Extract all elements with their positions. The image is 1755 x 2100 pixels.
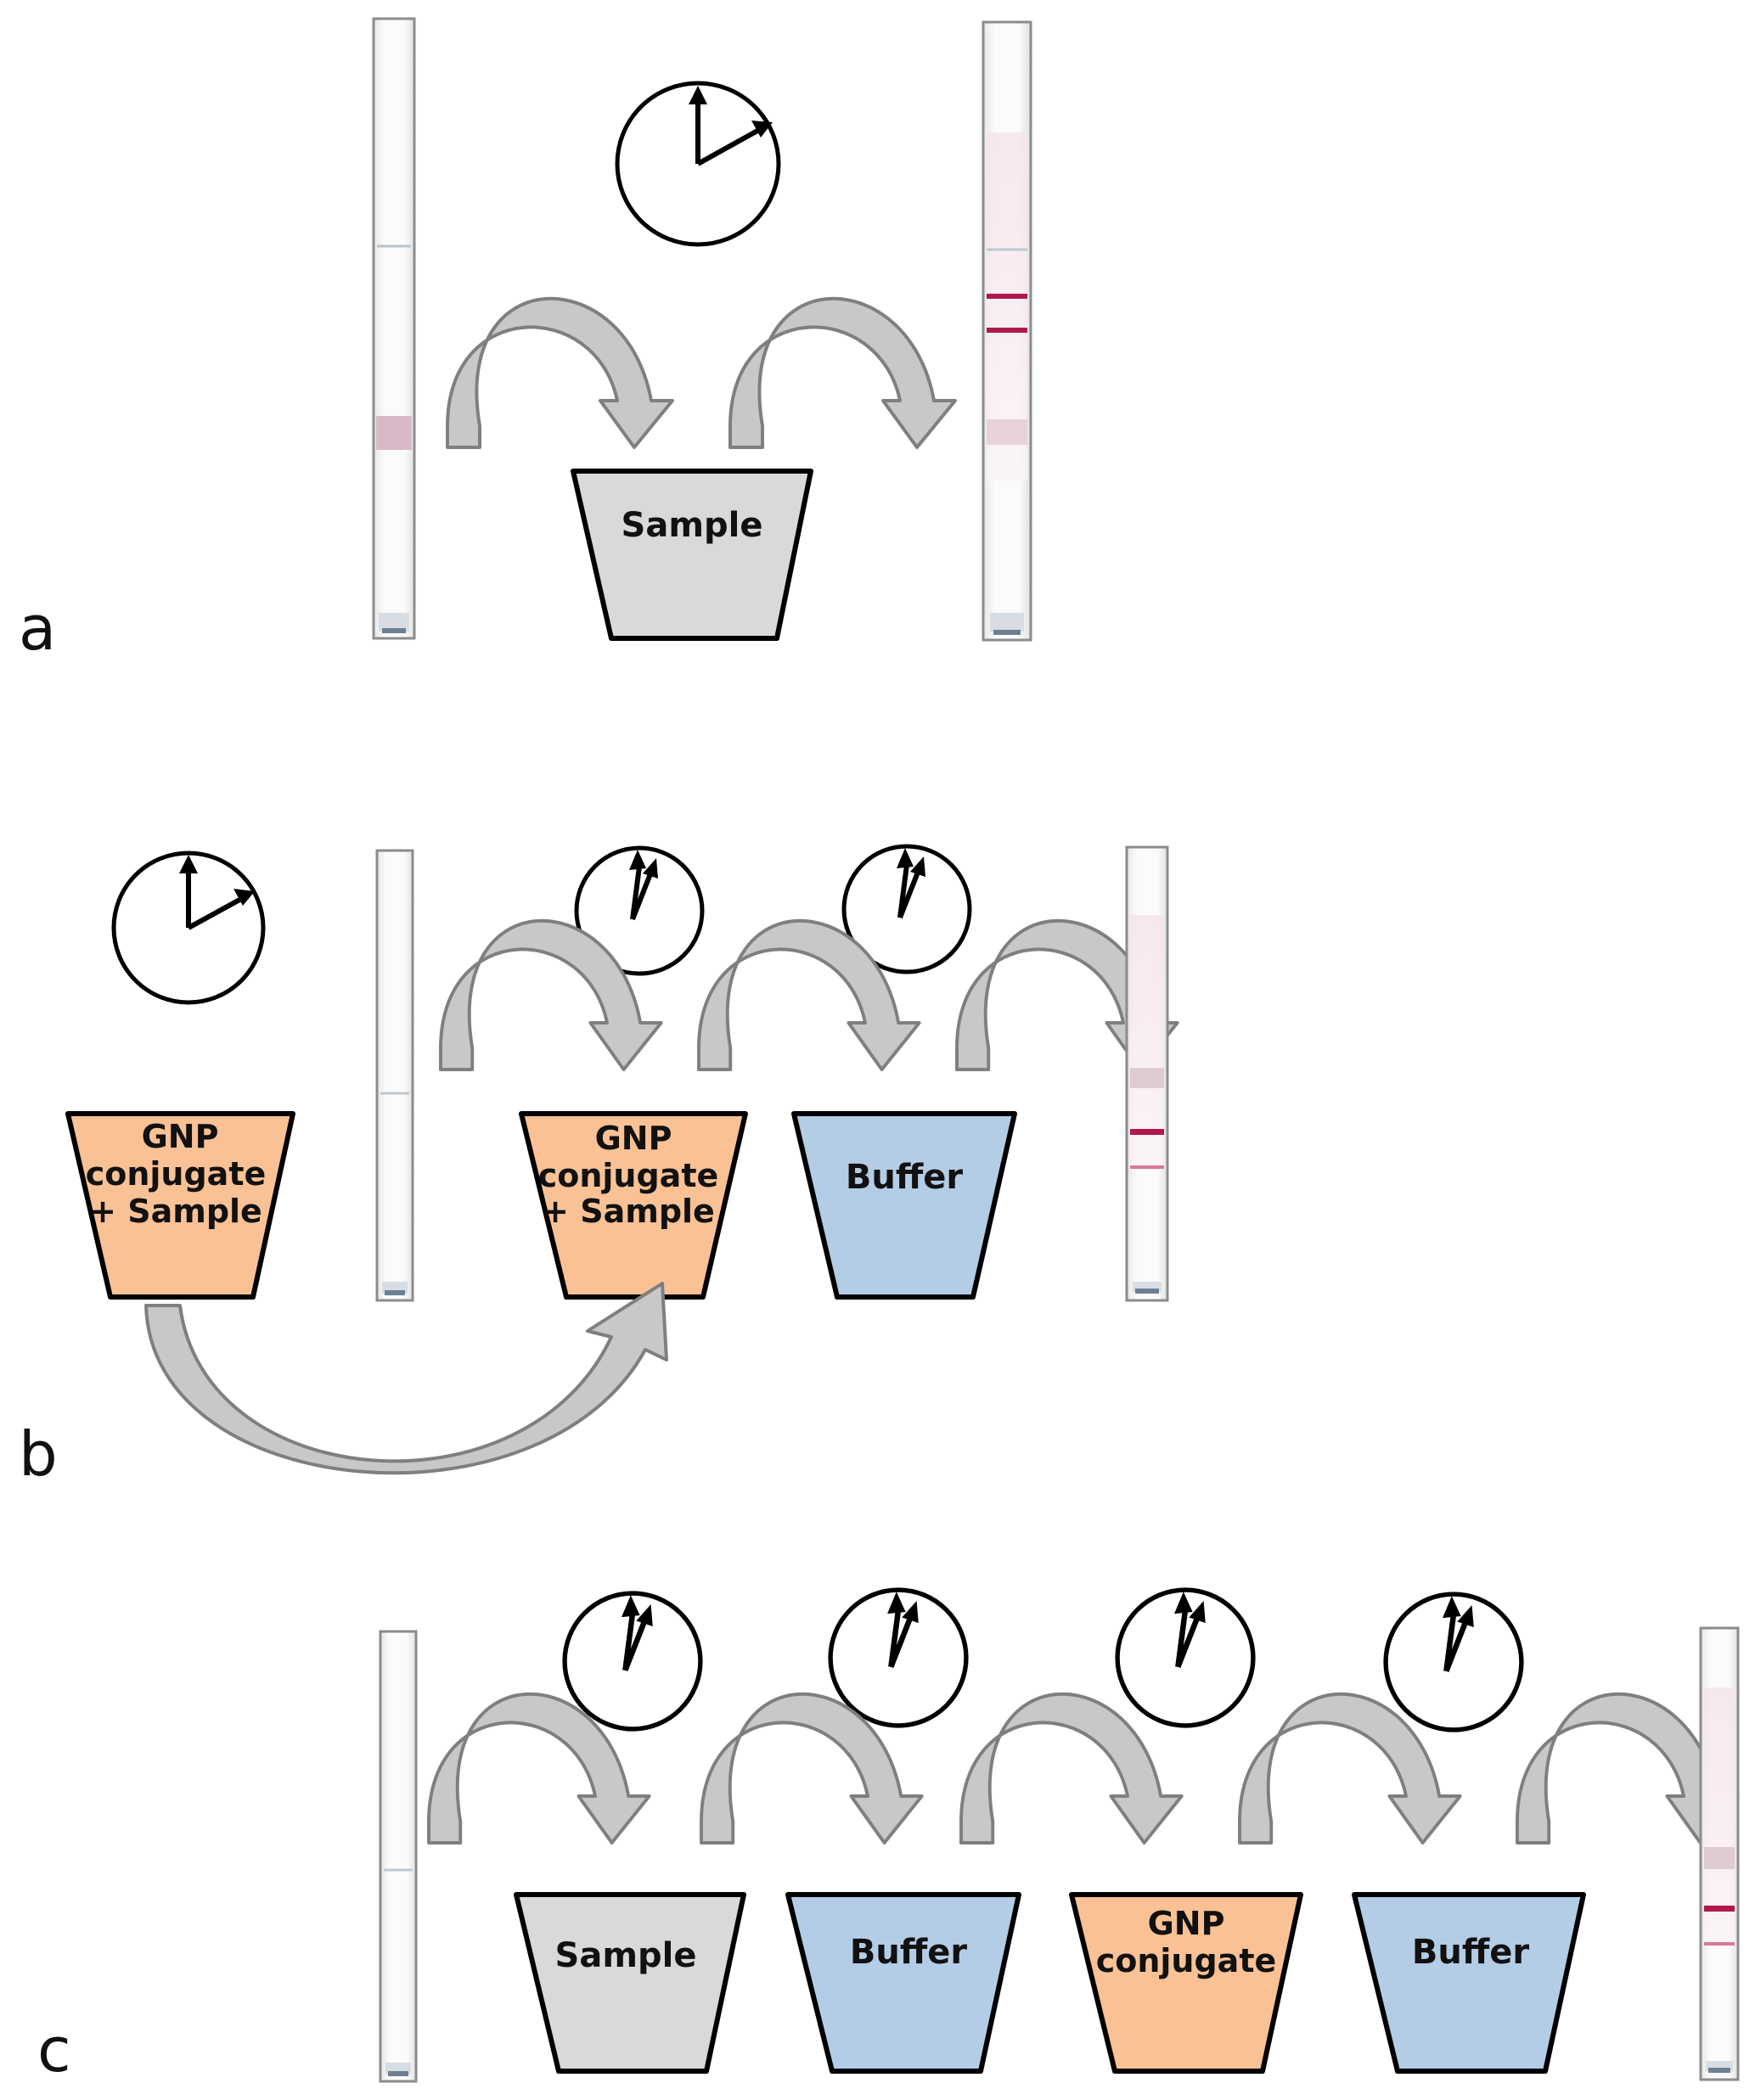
conjugate-well-label-2: conjugate: [1096, 1942, 1277, 1979]
clock-icon: [1386, 1594, 1522, 1730]
test-strip-result-c: [1699, 1626, 1740, 2081]
test-strip-result-a: [982, 20, 1032, 642]
conjugate-sample-well-label-2: conjugate: [86, 1155, 267, 1193]
buffer-well: Buffer: [785, 1892, 1021, 2074]
panel-label-a: a: [19, 592, 56, 664]
test-strip-result-b: [1125, 845, 1169, 1302]
sample-well-label: Sample: [622, 506, 763, 545]
conjugate-sample-well-label-1: GNP: [142, 1118, 219, 1155]
test-strip-before-a: [372, 17, 416, 640]
curved-arrow-icon: [728, 296, 957, 449]
test-strip-before-b: [375, 849, 414, 1302]
panel-label-b: b: [19, 1418, 58, 1490]
clock-icon: [111, 851, 266, 1005]
clock-icon: [617, 83, 779, 244]
clock-icon: [1117, 1590, 1253, 1726]
conjugate-well: GNP conjugate: [1069, 1892, 1303, 2074]
conjugate-well-label-1: GNP: [1148, 1905, 1225, 1942]
curved-arrow-icon: [446, 296, 674, 449]
conjugate-sample-well: GNP conjugate + Sample: [65, 1111, 295, 1300]
clock-icon: [565, 1593, 700, 1729]
test-strip-before-c: [379, 1630, 418, 2083]
buffer-well-label: Buffer: [1412, 1933, 1529, 1972]
conjugate-sample-well-label-2: conjugate: [538, 1157, 719, 1194]
sample-well: Sample: [571, 469, 813, 641]
clock-icon: [830, 1590, 966, 1726]
buffer-well: Buffer: [791, 1111, 1017, 1300]
curved-arrow-icon: [144, 1282, 668, 1475]
conjugate-sample-well: GNP conjugate + Sample: [519, 1111, 748, 1300]
conjugate-sample-well-label-3: + Sample: [89, 1193, 262, 1230]
buffer-well-label: Buffer: [846, 1158, 963, 1197]
sample-well: Sample: [514, 1892, 746, 2074]
buffer-well: Buffer: [1352, 1892, 1586, 2074]
buffer-well-label: Buffer: [850, 1933, 967, 1972]
panel-label-c: c: [37, 2014, 71, 2086]
sample-well-label: Sample: [555, 1936, 697, 1975]
conjugate-sample-well-label-3: + Sample: [542, 1193, 715, 1230]
conjugate-sample-well-label-1: GNP: [595, 1120, 672, 1157]
